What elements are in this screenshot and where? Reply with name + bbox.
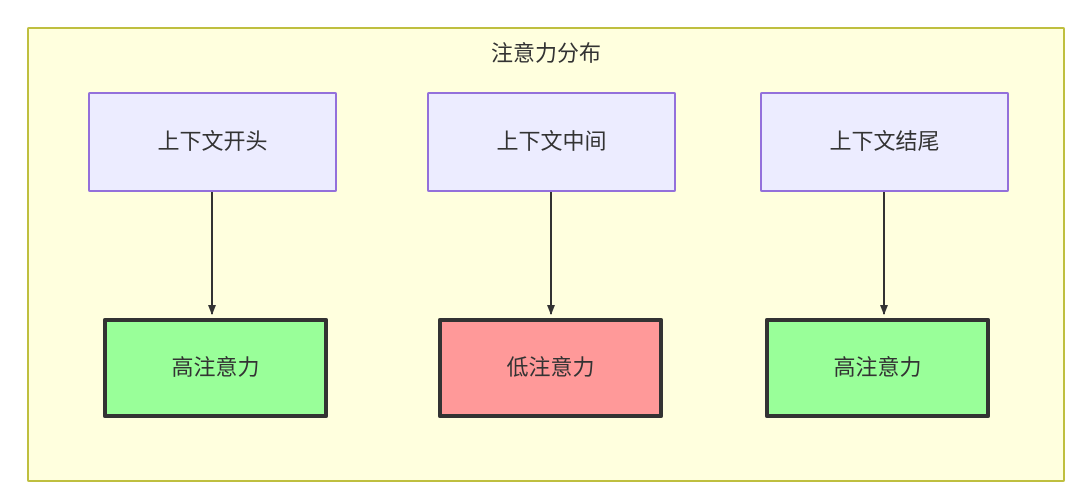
subgraph-title: 注意力分布 xyxy=(490,41,601,66)
node-label: 上下文结尾 xyxy=(829,128,940,154)
node-attn-low-middle[interactable]: 低注意力 xyxy=(438,318,663,418)
node-ctx-end[interactable]: 上下文结尾 xyxy=(760,92,1009,192)
node-ctx-start[interactable]: 上下文开头 xyxy=(88,92,337,192)
node-label: 高注意力 xyxy=(171,354,260,380)
node-attn-high-right[interactable]: 高注意力 xyxy=(765,318,990,418)
node-label: 高注意力 xyxy=(833,354,922,380)
node-ctx-middle[interactable]: 上下文中间 xyxy=(427,92,676,192)
node-label: 上下文开头 xyxy=(157,128,268,154)
node-label: 低注意力 xyxy=(506,354,595,380)
node-label: 上下文中间 xyxy=(496,128,607,154)
node-attn-high-left[interactable]: 高注意力 xyxy=(103,318,328,418)
